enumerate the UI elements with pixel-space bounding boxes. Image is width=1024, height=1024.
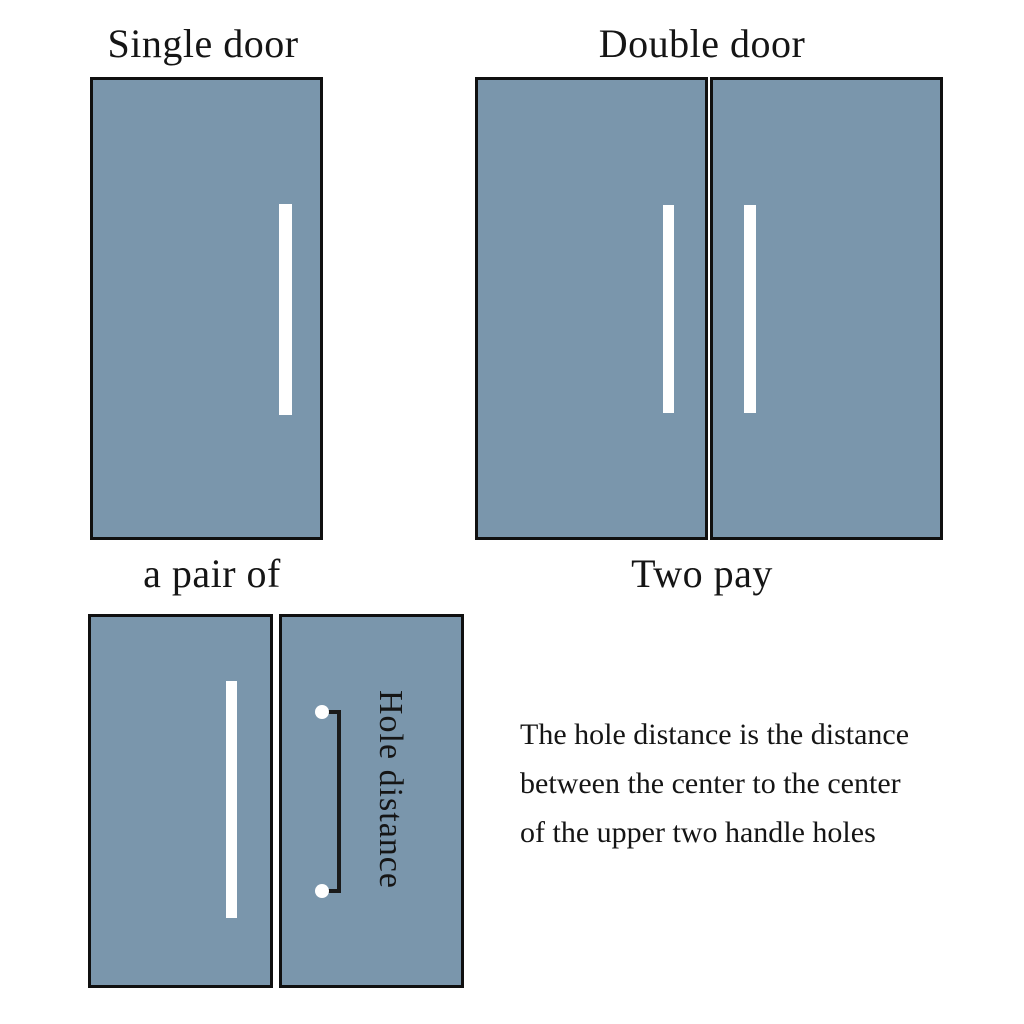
hole-distance-description: The hole distance is the distance betwee… — [520, 710, 909, 857]
lower-handle-hole — [315, 884, 329, 898]
distance-bracket-vertical-segment — [337, 711, 341, 891]
single-door-panel — [90, 77, 323, 540]
double-door-title: Double door — [598, 21, 806, 66]
distance-bracket-bottom-segment — [322, 889, 341, 893]
description-line-1: The hole distance is the distance — [520, 718, 910, 751]
double-door-right-panel — [710, 77, 943, 540]
two-pay-label: Two pay — [631, 551, 773, 596]
description-line-3: of the upper two handle holes — [520, 816, 876, 849]
single-door-title: Single door — [107, 21, 299, 66]
double-door-left-panel — [475, 77, 708, 540]
double-door-left-handle-bar — [663, 205, 674, 413]
pair-left-door-panel — [88, 614, 273, 988]
description-line-2: between the center to the center — [520, 767, 901, 800]
pair-of-label: a pair of — [143, 551, 281, 596]
single-door-handle-bar — [279, 204, 292, 415]
pair-right-door-panel: Hole distance — [279, 614, 464, 988]
pair-left-door-handle-bar — [226, 681, 237, 918]
upper-handle-hole — [315, 705, 329, 719]
distance-bracket-top-segment — [322, 710, 341, 714]
hole-distance-label: Hole distance — [372, 690, 409, 889]
double-door-right-handle-bar — [744, 205, 756, 413]
